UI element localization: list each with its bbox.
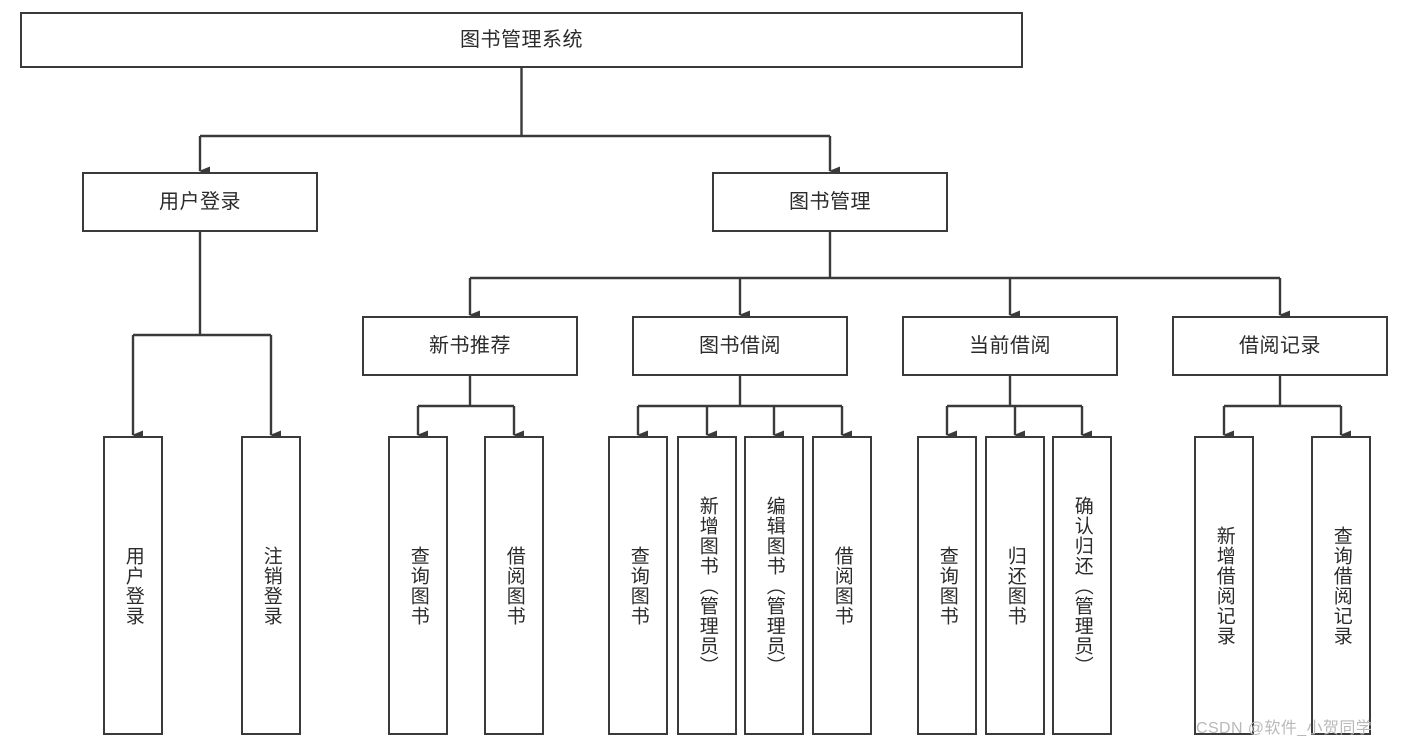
node-leaf-13[interactable]: 查询借阅记录 — [1311, 436, 1371, 735]
node-label: 编辑图书（管理员） — [763, 495, 785, 676]
node-label: 新增借阅记录 — [1213, 525, 1235, 646]
node-label: 新书推荐 — [429, 334, 511, 357]
node-label: 新增图书（管理员） — [696, 495, 718, 676]
node-leaf-12[interactable]: 新增借阅记录 — [1194, 436, 1254, 735]
node-current[interactable]: 当前借阅 — [902, 316, 1118, 376]
node-records[interactable]: 借阅记录 — [1172, 316, 1388, 376]
node-label: 用户登录 — [159, 190, 241, 213]
node-login[interactable]: 用户登录 — [82, 172, 318, 232]
node-leaf-4[interactable]: 借阅图书 — [484, 436, 544, 735]
node-leaf-9[interactable]: 查询图书 — [917, 436, 977, 735]
node-label: 借阅图书 — [503, 545, 525, 626]
node-leaf-7[interactable]: 编辑图书（管理员） — [744, 436, 804, 735]
node-label: 查询图书 — [627, 545, 649, 626]
node-bookmgmt[interactable]: 图书管理 — [712, 172, 948, 232]
node-leaf-6[interactable]: 新增图书（管理员） — [677, 436, 737, 735]
node-label: 借阅图书 — [831, 545, 853, 626]
node-leaf-5[interactable]: 查询图书 — [608, 436, 668, 735]
node-label: 归还图书 — [1004, 545, 1026, 626]
node-leaf-2[interactable]: 注销登录 — [241, 436, 301, 735]
node-label: 用户登录 — [122, 545, 144, 626]
node-label: 图书管理系统 — [460, 28, 583, 51]
node-newbooks[interactable]: 新书推荐 — [362, 316, 578, 376]
node-label: 确认归还（管理员） — [1071, 495, 1093, 676]
node-label: 图书借阅 — [699, 334, 781, 357]
node-leaf-11[interactable]: 确认归还（管理员） — [1052, 436, 1112, 735]
node-root[interactable]: 图书管理系统 — [20, 12, 1023, 68]
node-label: 查询借阅记录 — [1330, 525, 1352, 646]
csdn-watermark: CSDN @软件_小贺同学 — [1196, 720, 1373, 737]
node-label: 查询图书 — [936, 545, 958, 626]
node-label: 图书管理 — [789, 190, 871, 213]
node-label: 查询图书 — [407, 545, 429, 626]
node-label: 当前借阅 — [969, 334, 1051, 357]
node-leaf-10[interactable]: 归还图书 — [985, 436, 1045, 735]
node-label: 注销登录 — [260, 545, 282, 626]
node-leaf-1[interactable]: 用户登录 — [103, 436, 163, 735]
node-leaf-3[interactable]: 查询图书 — [388, 436, 448, 735]
node-label: 借阅记录 — [1239, 334, 1321, 357]
node-leaf-8[interactable]: 借阅图书 — [812, 436, 872, 735]
node-borrow[interactable]: 图书借阅 — [632, 316, 848, 376]
